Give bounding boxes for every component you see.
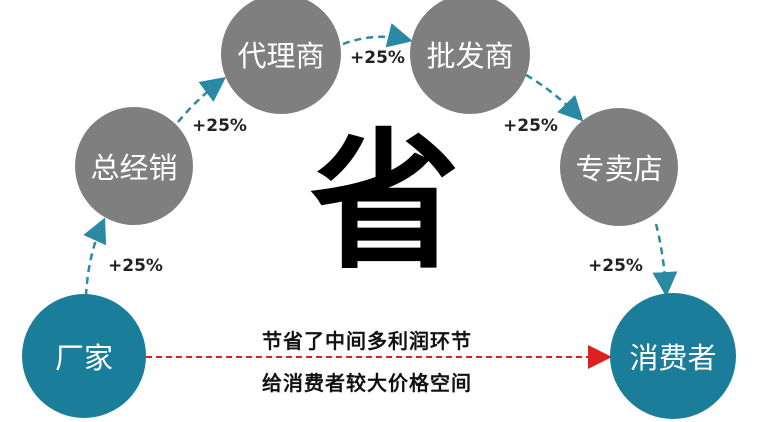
node-factory-label: 厂家 xyxy=(54,341,113,375)
node-factory: 厂家 xyxy=(22,294,146,418)
node-agent: 代理商 xyxy=(221,0,341,114)
node-agent-label: 代理商 xyxy=(237,39,325,73)
node-wholesaler-label: 批发商 xyxy=(426,39,514,73)
node-store: 专卖店 xyxy=(560,108,678,226)
node-consumer-label: 消费者 xyxy=(629,341,717,375)
markup-label-5: +25% xyxy=(588,256,643,276)
node-wholesaler: 批发商 xyxy=(410,0,530,114)
markup-label-1: +25% xyxy=(108,256,163,276)
caption-line-1: 节省了中间多利润环节 xyxy=(262,329,472,353)
node-general-distributor: 总经销 xyxy=(75,107,193,225)
arrow-wholesaler-to-store xyxy=(525,73,584,122)
node-store-label: 专卖店 xyxy=(575,152,663,186)
arrow-store-to-consumer xyxy=(652,223,678,297)
center-character: 省 xyxy=(309,116,460,290)
markup-label-4: +25% xyxy=(503,116,558,136)
arrow-factory-to-distributor xyxy=(83,217,107,297)
node-general-distributor-label: 总经销 xyxy=(90,151,178,185)
node-consumer: 消费者 xyxy=(610,293,736,419)
caption-line-2: 给消费者较大价格空间 xyxy=(262,371,472,395)
markup-label-2: +25% xyxy=(192,116,247,136)
arrow-distributor-to-agent xyxy=(177,76,226,123)
arrow-agent-to-wholesaler xyxy=(342,23,413,48)
markup-label-3: +25% xyxy=(350,48,405,68)
